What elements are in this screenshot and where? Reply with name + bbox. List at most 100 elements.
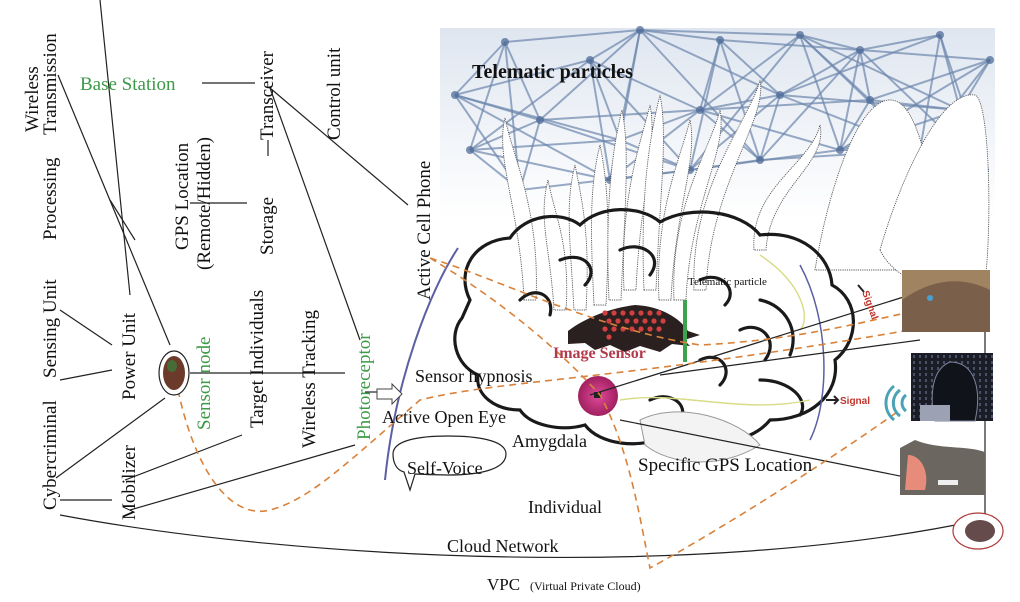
label-power-unit: Power Unit	[119, 312, 140, 400]
arrow-icon	[376, 382, 403, 406]
network-line	[589, 59, 611, 181]
network-line	[779, 49, 861, 96]
network-line	[589, 59, 691, 171]
sensor-dot	[656, 310, 662, 316]
network-node	[696, 106, 704, 114]
sensor-dot	[602, 326, 608, 332]
amygdala-chip-icon	[594, 392, 601, 398]
network-line	[699, 34, 801, 111]
network-node	[796, 31, 804, 39]
network-line	[639, 29, 721, 41]
sensor-dot	[606, 334, 612, 340]
label-cloud-network: Cloud Network	[447, 536, 559, 556]
label-processing: Processing	[40, 157, 61, 240]
network-line	[454, 41, 506, 96]
network-node	[716, 36, 724, 44]
label-telematic-particle: Telematic particle	[688, 276, 767, 288]
network-node	[836, 146, 844, 154]
network-line	[799, 34, 861, 51]
label-mobilizer: Mobilizer	[119, 444, 140, 520]
label-wireless-tracking: Wireless Tracking	[299, 309, 320, 448]
wifi-icon	[884, 384, 908, 422]
network-node	[501, 38, 509, 46]
sensor-dot	[638, 310, 644, 316]
network-line	[589, 59, 621, 141]
telematic-particles-title: Telematic particles	[472, 61, 633, 83]
sensor-node-icon	[158, 350, 190, 396]
network-line	[859, 34, 941, 51]
network-line	[539, 29, 641, 121]
network-line	[719, 39, 781, 96]
sensor-dot	[602, 310, 608, 316]
network-node	[986, 56, 994, 64]
signal-arc	[799, 264, 825, 441]
sensor-dot	[611, 310, 617, 316]
label-image-sensor: Image Sensor	[553, 345, 646, 362]
network-line	[469, 139, 621, 151]
network-line	[699, 99, 871, 111]
telematic-spike	[502, 117, 537, 301]
label-target-individuals: Target Individuals	[247, 290, 268, 428]
signal-arc	[759, 254, 806, 331]
network-line	[699, 109, 761, 161]
sensor-dot	[642, 318, 648, 324]
network-line	[639, 29, 781, 96]
label-base-station: Base Station	[80, 74, 176, 95]
network-line	[504, 29, 641, 43]
network-line	[589, 59, 701, 111]
network-node	[866, 96, 874, 104]
label-sensing-unit: Sensing Unit	[40, 279, 61, 378]
cloud-node-icon	[952, 512, 1004, 550]
animal-head-bottom-photo	[900, 440, 985, 495]
speech-bubble	[392, 435, 507, 492]
sensor-dot	[620, 310, 626, 316]
telematic-spikes	[502, 79, 990, 311]
brain-outline	[453, 208, 855, 463]
network-line	[759, 94, 781, 161]
network-line	[469, 59, 591, 151]
network-line	[759, 49, 861, 161]
label-photoreceptor: Photoreceptor	[354, 333, 375, 440]
network-node	[586, 56, 594, 64]
network-line	[539, 109, 701, 121]
image-sensor-icon	[568, 300, 700, 362]
sensor-dot	[638, 326, 644, 332]
signal-arrow-icon	[857, 284, 865, 293]
network-node	[776, 91, 784, 99]
network-node	[756, 156, 764, 164]
label-sensor-node: Sensor node	[194, 337, 215, 430]
network-line	[919, 34, 941, 151]
label-individual: Individual	[528, 497, 602, 517]
telematic-spike	[673, 109, 722, 301]
label-signal-2: Signal	[840, 396, 870, 407]
telematic-spike	[753, 124, 822, 251]
network-node	[451, 91, 459, 99]
sensor-dot	[660, 318, 666, 324]
label-gps-remote-hidden: (Remote/Hidden)	[194, 137, 215, 270]
label-storage: Storage	[257, 197, 278, 255]
telematic-dome	[879, 94, 990, 287]
network-line	[689, 39, 721, 171]
label-transceiver: Transceiver	[257, 50, 278, 140]
network-line	[859, 49, 871, 101]
telematic-spike	[693, 79, 762, 291]
sensor-dot	[647, 310, 653, 316]
network-line	[469, 149, 611, 181]
dashed-paths	[177, 257, 921, 570]
sensor-dot	[647, 326, 653, 332]
sensor-dot	[615, 318, 621, 324]
sensor-dot	[629, 310, 635, 316]
network-line	[779, 34, 941, 96]
network-line	[639, 29, 801, 36]
sensor-dot	[633, 318, 639, 324]
sensor-dot	[606, 318, 612, 324]
label-cybercriminal: Cybercriminal	[40, 400, 61, 510]
label-specific-gps-location: Specific GPS Location	[638, 455, 813, 476]
network-line	[504, 41, 541, 121]
network-line	[699, 94, 781, 111]
network-line	[519, 119, 541, 191]
telematic-spike	[623, 104, 653, 291]
network-line	[589, 29, 641, 61]
signal-arc	[619, 396, 811, 406]
sensor-dot	[624, 318, 630, 324]
